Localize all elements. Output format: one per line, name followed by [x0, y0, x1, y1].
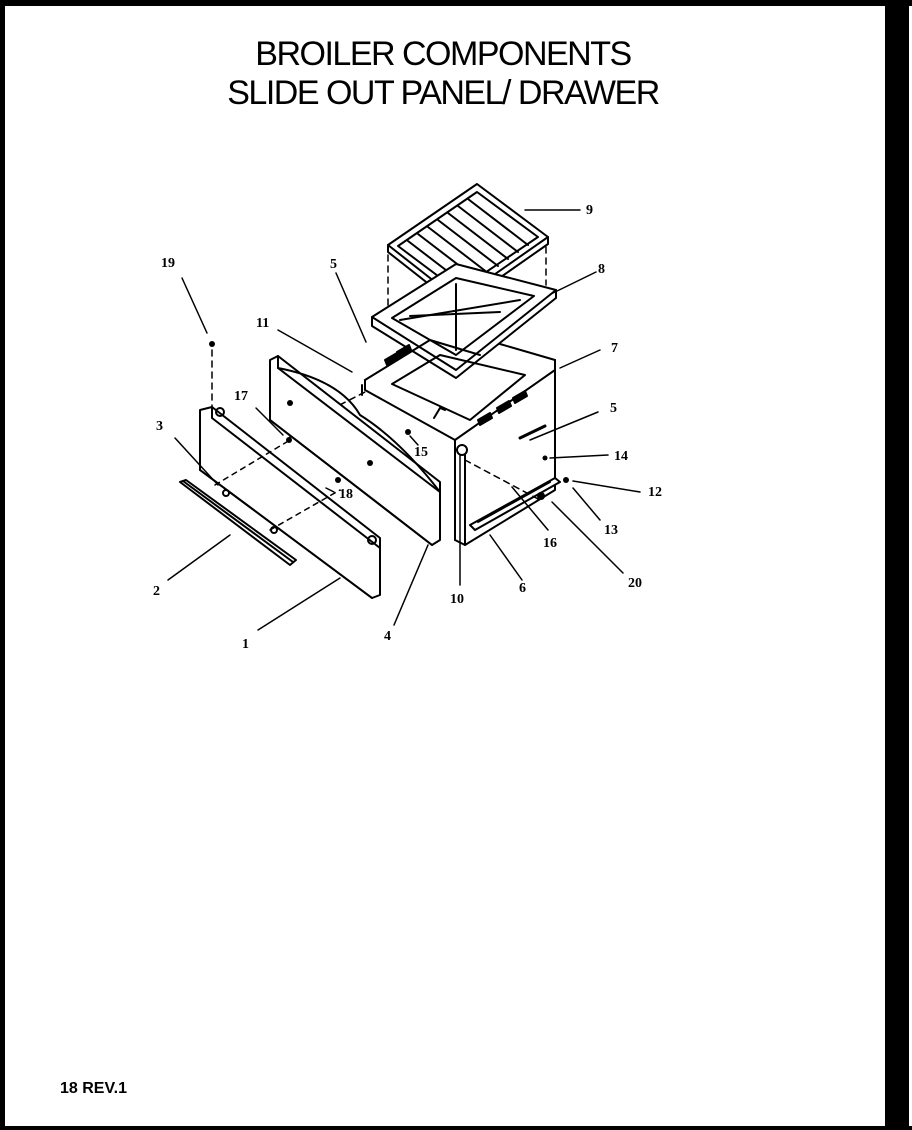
- handle-screw-left: [222, 489, 230, 497]
- part-callouts: 19 5 11 17 3 2 1 4 10 6 16 20 13 12 14 5…: [153, 203, 662, 652]
- diagram-title-line-1: BROILER COMPONENTS: [255, 35, 632, 73]
- nut-20: [537, 492, 545, 500]
- callout-18: 18: [339, 487, 353, 502]
- callout-5-lower: 5: [610, 401, 617, 416]
- diagram-title-line-2: SLIDE OUT PANEL/ DRAWER: [227, 74, 660, 112]
- drawer-handle: [179, 479, 297, 566]
- frame-border-right: [885, 6, 909, 1130]
- callout-8: 8: [598, 262, 605, 277]
- callout-5-upper: 5: [330, 257, 337, 272]
- callout-17: 17: [234, 389, 248, 404]
- callout-9: 9: [586, 203, 593, 218]
- callout-2: 2: [153, 584, 160, 599]
- drawer-slide-rail-right: [518, 424, 547, 440]
- screw-14: [542, 455, 548, 461]
- callout-3: 3: [156, 419, 163, 434]
- callout-16: 16: [543, 536, 557, 551]
- screw-19: [209, 341, 215, 347]
- frame-border-left: [0, 0, 5, 1130]
- callout-11: 11: [256, 316, 269, 331]
- callout-7: 7: [611, 341, 618, 356]
- callout-13: 13: [604, 523, 618, 538]
- side-rail: [469, 477, 561, 531]
- callout-4: 4: [384, 629, 391, 644]
- callout-14: 14: [614, 449, 628, 464]
- callout-1: 1: [242, 637, 249, 652]
- screw-17: [286, 437, 292, 443]
- callout-15: 15: [414, 445, 428, 460]
- callout-6: 6: [519, 581, 526, 596]
- screw-18: [335, 477, 341, 483]
- handle-screw-right: [270, 526, 278, 534]
- callout-10: 10: [450, 592, 464, 607]
- callout-12: 12: [648, 485, 662, 500]
- nut-12: [563, 477, 569, 483]
- broiler-pan: [371, 263, 557, 379]
- frame-border-top: [0, 0, 912, 6]
- screw-15: [405, 429, 411, 435]
- inner-panel: [269, 355, 441, 546]
- screw-lower: [367, 460, 373, 466]
- callout-20: 20: [628, 576, 642, 591]
- screw-upper: [287, 400, 293, 406]
- page-revision-label: 18 REV.1: [60, 1080, 128, 1097]
- frame-border-bottom: [0, 1126, 912, 1130]
- bracket-10: [456, 444, 468, 456]
- callout-19: 19: [161, 256, 175, 271]
